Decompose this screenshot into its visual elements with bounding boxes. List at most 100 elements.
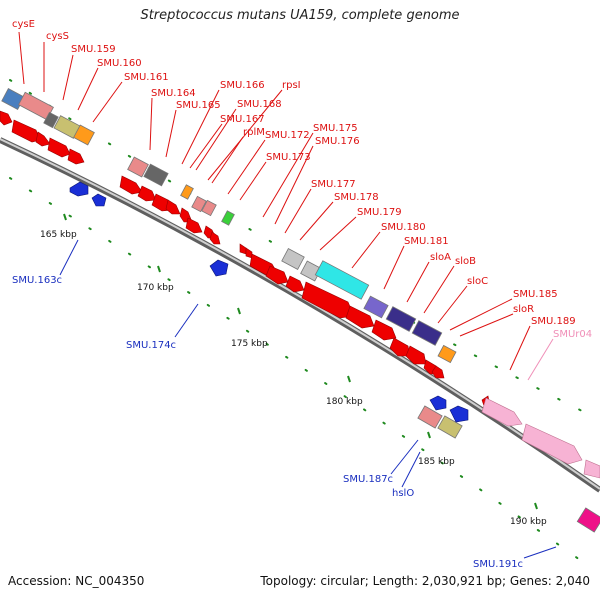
feature-blocks	[1, 88, 600, 533]
forward-arrow	[35, 131, 51, 147]
rna-arrows	[481, 397, 600, 479]
feature-block	[127, 156, 149, 178]
feature-block	[437, 415, 463, 439]
feature-block	[363, 295, 389, 319]
forward-arrow	[239, 243, 247, 255]
gene-label-SMU.191c[interactable]: SMU.191c	[473, 559, 523, 570]
gene-label-sloB[interactable]: sloB	[455, 256, 476, 267]
gene-label-SMU.165[interactable]: SMU.165	[176, 100, 221, 111]
gene-label-sloC[interactable]: sloC	[467, 276, 488, 287]
forward-arrow	[371, 319, 397, 341]
ruler-label-190: 190 kbp	[510, 517, 547, 527]
gene-label-SMU.159[interactable]: SMU.159	[71, 44, 116, 55]
reverse-arrow	[69, 181, 89, 197]
reverse-arrow	[209, 259, 229, 277]
gene-label-SMU.166[interactable]: SMU.166	[220, 80, 265, 91]
ruler-label-165: 165 kbp	[40, 230, 77, 240]
ruler-label-170: 170 kbp	[137, 283, 174, 293]
map-title: Streptococcus mutans UA159, complete gen…	[140, 8, 460, 23]
forward-arrow	[389, 337, 411, 357]
rna-arrow	[521, 423, 583, 465]
gene-label-SMU.168[interactable]: SMU.168	[237, 99, 282, 110]
gene-label-rplM[interactable]: rplM	[243, 127, 265, 138]
gene-label-SMU.172[interactable]: SMU.172	[265, 130, 310, 141]
gene-label-SMU.167[interactable]: SMU.167	[220, 114, 265, 125]
gene-label-sloR[interactable]: sloR	[513, 304, 534, 315]
forward-gene-labels: cysE cysS SMU.159 SMU.160 SMU.161 SMU.16…	[12, 19, 576, 327]
dotted-guides	[9, 79, 600, 561]
feature-block	[191, 195, 207, 213]
gene-label-SMU.174c[interactable]: SMU.174c	[126, 340, 176, 351]
gene-label-SMU.175[interactable]: SMU.175	[313, 123, 358, 134]
forward-arrow	[209, 231, 221, 245]
feature-block	[417, 405, 443, 429]
gene-label-cysE[interactable]: cysE	[12, 19, 35, 30]
reverse-gene-labels: SMU.163c SMU.174c SMU.187c hslO SMU.191c	[12, 275, 523, 570]
gene-label-SMU.178[interactable]: SMU.178	[334, 192, 379, 203]
ruler-label-175: 175 kbp	[231, 339, 268, 349]
forward-arrow	[119, 175, 143, 195]
gene-label-cysS[interactable]: cysS	[46, 31, 69, 42]
feature-block	[221, 210, 235, 226]
gene-label-SMU.164[interactable]: SMU.164	[151, 88, 196, 99]
reverse-arrows	[69, 181, 469, 423]
gene-label-sloA[interactable]: sloA	[430, 252, 451, 263]
feature-block	[201, 199, 217, 217]
gene-label-SMU.177[interactable]: SMU.177	[311, 179, 356, 190]
gene-label-hslO[interactable]: hslO	[392, 488, 414, 499]
reverse-arrow	[91, 193, 107, 207]
gene-label-SMUr04[interactable]: SMUr04	[553, 329, 592, 340]
genome-backbone-highlight	[0, 138, 600, 490]
gene-label-SMU.163c[interactable]: SMU.163c	[12, 275, 62, 286]
leader-lines-forward	[18, 31, 531, 371]
feature-block	[576, 507, 600, 533]
reverse-arrow	[429, 395, 447, 411]
forward-arrow	[0, 110, 13, 126]
forward-arrow	[185, 217, 203, 234]
gene-label-SMU.160[interactable]: SMU.160	[97, 58, 142, 69]
leader-lines-reverse	[59, 239, 557, 559]
gene-label-SMU.180[interactable]: SMU.180	[381, 222, 426, 233]
gene-label-SMU.187c[interactable]: SMU.187c	[343, 474, 393, 485]
forward-arrows	[0, 110, 491, 407]
rna-arrow	[583, 459, 600, 479]
feature-block	[385, 306, 417, 332]
gene-label-SMU.185[interactable]: SMU.185	[513, 289, 558, 300]
ruler-label-180: 180 kbp	[326, 397, 363, 407]
feature-block	[143, 163, 169, 187]
forward-arrow	[165, 199, 181, 215]
feature-block	[281, 248, 305, 270]
feature-block	[314, 260, 370, 300]
gene-label-rpsI[interactable]: rpsI	[282, 80, 301, 91]
ruler-label-185: 185 kbp	[418, 457, 455, 467]
accession-text: Accession: NC_004350	[8, 574, 145, 588]
feature-block	[43, 111, 59, 129]
gene-label-SMU.173[interactable]: SMU.173	[266, 152, 311, 163]
feature-block	[437, 344, 457, 364]
leader-line-rna	[527, 338, 554, 381]
gene-label-SMU.189[interactable]: SMU.189	[531, 316, 576, 327]
feature-block	[73, 124, 95, 146]
feature-block	[411, 320, 443, 346]
gene-label-SMU.181[interactable]: SMU.181	[404, 236, 449, 247]
topology-text: Topology: circular; Length: 2,030,921 bp…	[260, 574, 590, 588]
gene-label-SMU.176[interactable]: SMU.176	[315, 136, 360, 147]
rna-arrow	[481, 397, 523, 427]
forward-arrow	[431, 365, 445, 379]
forward-arrow	[285, 275, 305, 293]
forward-arrow	[245, 247, 253, 259]
dotted-guide-inner	[9, 177, 581, 561]
forward-arrow	[47, 137, 71, 158]
forward-arrow	[345, 305, 375, 329]
gene-label-SMU.161[interactable]: SMU.161	[124, 72, 169, 83]
ruler-ticks	[63, 213, 538, 510]
reverse-arrow	[449, 405, 469, 423]
forward-arrow	[67, 148, 85, 165]
feature-block	[180, 184, 194, 200]
gene-label-SMU.179[interactable]: SMU.179	[357, 207, 402, 218]
forward-arrow	[265, 265, 289, 285]
forward-arrow	[405, 345, 427, 365]
forward-arrow	[137, 185, 157, 202]
forward-arrow	[11, 119, 41, 143]
